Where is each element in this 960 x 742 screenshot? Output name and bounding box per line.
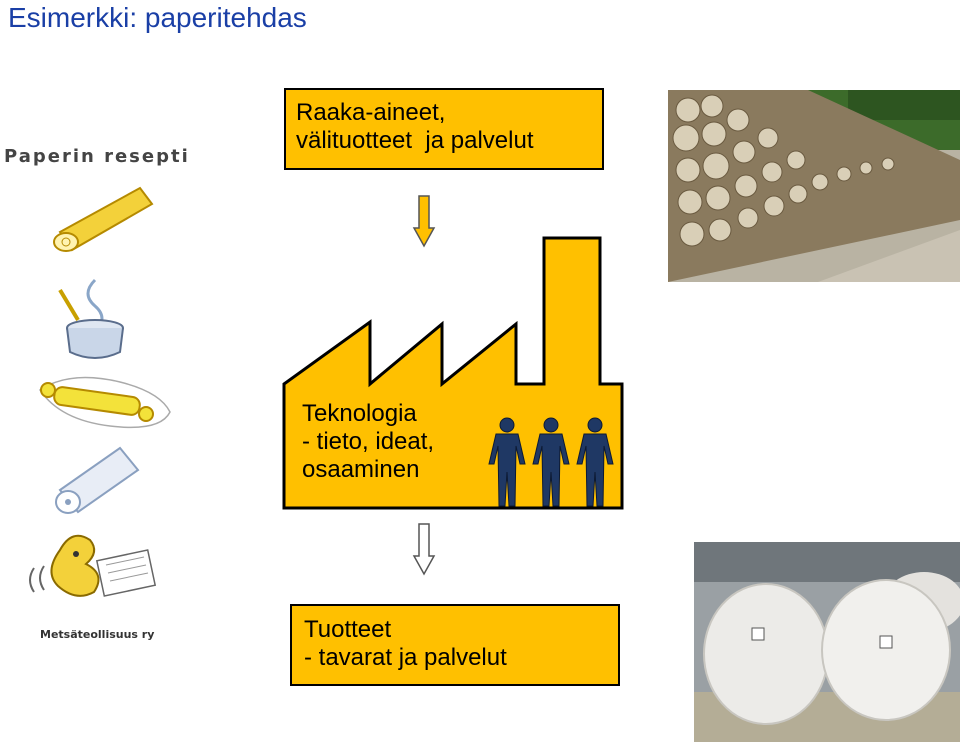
pot-icon [58, 278, 124, 359]
raw-materials-box: Raaka-aineet, välituotteet ja palvelut [284, 88, 604, 170]
products-line2: - tavarat ja palvelut [304, 644, 507, 671]
log-icon [53, 186, 154, 252]
arrow-down-icon [412, 195, 436, 248]
worker-icon [488, 417, 526, 507]
brand-label: Metsäteollisuus ry [40, 628, 155, 641]
worker-icon [532, 417, 570, 507]
timber-photo [668, 90, 960, 282]
recipe-heading: Paperin resepti [4, 146, 190, 167]
factory-shape [282, 236, 624, 510]
rolling-pin-icon [38, 376, 171, 429]
factory-line2: - tieto, ideat, [302, 428, 435, 455]
products-line1: Tuotteet [304, 616, 392, 643]
raw-materials-line2: välituotteet ja palvelut [296, 127, 534, 154]
products-box: Tuotteet - tavarat ja palvelut [290, 604, 620, 686]
recipe-illustration [29, 186, 171, 597]
raw-materials-line1: Raaka-aineet, [296, 99, 446, 126]
paper-rolls-photo [694, 542, 960, 742]
factory-text: Teknologia - tieto, ideat, osaaminen [302, 400, 434, 484]
page-title: Esimerkki: paperitehdas [8, 2, 307, 33]
worker-icon [576, 417, 614, 507]
factory-line3: osaaminen [302, 456, 420, 483]
paper-roll-icon [55, 446, 140, 514]
factory-line1: Teknologia [302, 400, 417, 427]
dog-newspaper-icon [29, 534, 157, 597]
arrow-down-outline-icon [412, 523, 436, 576]
